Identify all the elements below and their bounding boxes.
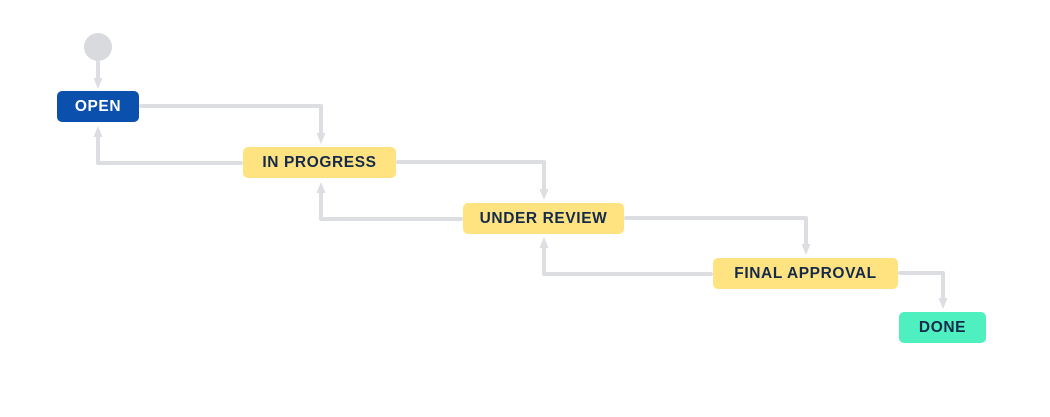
status-node-open[interactable]: OPEN	[57, 91, 139, 122]
connector-under-review-to-in-progress	[316, 182, 463, 221]
connector-in-progress-to-open	[93, 126, 243, 165]
connector-final-approval-to-done	[898, 271, 948, 309]
status-node-done[interactable]: DONE	[899, 312, 986, 343]
start-node[interactable]	[84, 33, 112, 61]
status-node-final-approval[interactable]: FINAL APPROVAL	[713, 258, 898, 289]
connector-final-approval-to-under-review	[539, 237, 713, 276]
status-node-in-progress[interactable]: IN PROGRESS	[243, 147, 396, 178]
connector-under-review-to-final-approval	[624, 216, 811, 255]
connector-in-progress-to-under-review	[396, 160, 549, 200]
status-node-under-review[interactable]: UNDER REVIEW	[463, 203, 624, 234]
connector-open-to-in-progress	[139, 104, 326, 144]
